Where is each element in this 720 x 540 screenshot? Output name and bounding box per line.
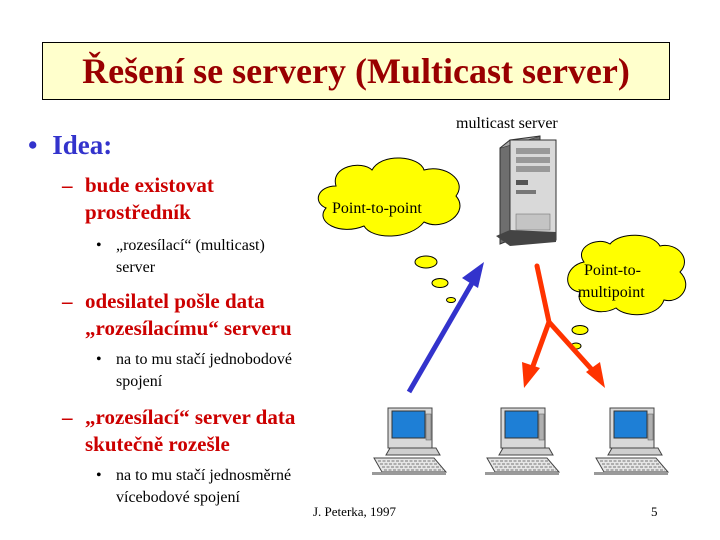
- client-pc-icon: [593, 407, 669, 476]
- sub-bullet-1-line-1: „rozesílací“ (multicast): [116, 237, 265, 254]
- sub-bullet-1-line-2: server: [116, 259, 156, 276]
- server-tower-icon: [496, 135, 557, 246]
- sub-bullet-2-line-1: na to mu stačí jednobodové: [116, 351, 292, 368]
- sub-bullet-3-line-2: vícebodové spojení: [116, 489, 240, 506]
- bullet-dot: •: [28, 130, 38, 160]
- bullet-dot: •: [96, 351, 102, 368]
- sub-bullet-2-line-2: spojení: [116, 373, 163, 390]
- client-pc-icon: [484, 407, 560, 476]
- bullet-item-3-line-1: „rozesílací“ server data: [85, 405, 296, 429]
- point-to-multipoint-label-2: multipoint: [578, 284, 645, 301]
- bullet-item-3: – „rozesílací“ server data skutečně roze…: [62, 404, 295, 458]
- bullet-item-2: – odesilatel pošle data „rozesílacímu“ s…: [62, 288, 292, 342]
- page-number: 5: [651, 504, 658, 519]
- slide-title-box: Řešení se servery (Multicast server): [42, 42, 670, 100]
- multipoint-arrow: [522, 263, 605, 388]
- bullet-dot: •: [96, 237, 102, 254]
- dash: –: [62, 173, 73, 197]
- point-to-point-label: Point-to-point: [332, 200, 422, 217]
- bullet-item-1: – bude existovat prostředník: [62, 172, 214, 226]
- slide-title: Řešení se servery (Multicast server): [82, 51, 630, 91]
- sub-bullet-1: • „rozesílací“ (multicast) server: [96, 235, 265, 279]
- bullet-idea: • Idea:: [28, 130, 112, 161]
- footer-author: J. Peterka, 1997: [313, 504, 397, 519]
- bullet-item-1-line-2: prostředník: [85, 200, 191, 224]
- dash: –: [62, 289, 73, 313]
- dash: –: [62, 405, 73, 429]
- client-pc-icon: [371, 407, 447, 476]
- point-to-multipoint-label-1: Point-to-: [584, 262, 641, 279]
- sub-bullet-3: • na to mu stačí jednosměrné vícebodové …: [96, 465, 291, 509]
- bullet-item-2-line-1: odesilatel pošle data: [85, 289, 265, 313]
- bullet-dot: •: [96, 467, 102, 484]
- uplink-arrow: [406, 262, 484, 394]
- point-to-point-bubble: [317, 157, 461, 303]
- bullet-idea-text: Idea:: [52, 130, 113, 160]
- bullet-item-2-line-2: „rozesílacímu“ serveru: [85, 316, 292, 340]
- sub-bullet-3-line-1: na to mu stačí jednosměrné: [116, 467, 292, 484]
- sub-bullet-2: • na to mu stačí jednobodové spojení: [96, 349, 292, 393]
- bullet-item-1-line-1: bude existovat: [85, 173, 214, 197]
- bullet-item-3-line-2: skutečně rozešle: [85, 432, 230, 456]
- server-label: multicast server: [456, 115, 558, 132]
